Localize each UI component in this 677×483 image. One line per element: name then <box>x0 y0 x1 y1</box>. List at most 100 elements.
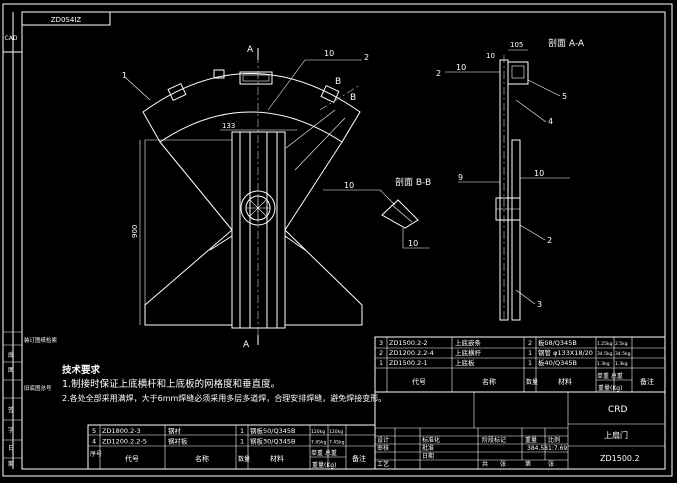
tb-label-sheet: 第 <box>525 460 531 468</box>
bom-upper-h-remark: 备注 <box>640 377 654 386</box>
bom-lower-cell-w1: 120kg <box>311 429 325 435</box>
tb-label-stage: 阶段标记 <box>482 436 506 444</box>
aa-weld-top: 10 <box>456 63 466 72</box>
view-aa-title: 剖面 A-A <box>548 37 585 49</box>
callout-5: 5 <box>562 92 567 101</box>
bb-weld-size: 10 <box>344 181 354 190</box>
bom-lower-cell-qty: 1 <box>240 438 244 446</box>
bom-lower-cell-material: 钢板30/Q345B <box>250 437 295 446</box>
tb-label-standard: 标准化 <box>422 436 440 444</box>
notes-line-2: 2.各处全部采用满焊，大于6mm焊缝必须采用多层多道焊，合理安排焊缝，避免焊接变… <box>62 394 387 403</box>
bom-upper-cell-name: 上底嵌条 <box>455 338 482 347</box>
bom-lower-header: 序号 代号 名称 数量 材料 单重 总重 重量(Kg) 备注 <box>90 449 366 469</box>
left-strip-cells: 装订图纸检索 底 图 旧底图总号 签 字 日 期 <box>3 331 58 468</box>
callout-4: 4 <box>548 117 553 126</box>
bom-lower-h-qty: 数量 <box>238 455 250 463</box>
svg-text:旧底图总号: 旧底图总号 <box>24 384 52 392</box>
outer-frame <box>2 3 673 477</box>
svg-text:日: 日 <box>8 445 14 452</box>
aa-weld-mid: 9 <box>458 173 463 182</box>
tb-label-scale: 比例 <box>548 436 560 444</box>
tb-label-sheet-2: 张 <box>548 460 554 468</box>
part-name: 上扇门 <box>604 430 628 440</box>
tb-label-total: 共 <box>482 460 488 468</box>
bom-upper-cell-w2: 1.3kg <box>615 361 628 367</box>
bom-lower-h-material: 材料 <box>270 454 284 463</box>
tb-label-process: 工艺 <box>377 460 389 468</box>
svg-text:2: 2 <box>436 69 441 78</box>
section-aa-view: 剖面 A-A 105 10 10 2 9 10 5 4 2 3 <box>436 37 585 322</box>
callout-1-leader <box>125 77 151 101</box>
bom-upper-h-qty: 数量 <box>526 378 538 386</box>
bom-lower-h-weight-bot: 重量(Kg) <box>312 461 336 469</box>
left-strip-text-0: 装订图纸检索 <box>24 336 58 344</box>
bom-upper-cell-material: 钢管 φ133X18/20 <box>538 348 593 357</box>
section-line-b <box>319 84 361 111</box>
bom-lower-h-name: 名称 <box>195 454 209 463</box>
callout-1: 1 <box>122 71 127 80</box>
aa-top-bracket <box>507 61 529 85</box>
section-a-bottom: A <box>243 340 250 350</box>
tb-label-sheets: 张 <box>500 460 506 468</box>
bom-upper-cell-material: 板40/Q345B <box>538 358 577 367</box>
bom-upper-cell-material: 板δ8/Q345B <box>538 338 577 347</box>
bom-upper-cell-w2: 34.5kg <box>615 351 631 357</box>
bom-lower-cell-no: 4 <box>92 438 96 446</box>
svg-text:图: 图 <box>8 367 14 374</box>
bom-upper-cell-name: 上底横杆 <box>455 348 482 357</box>
bom-upper-cell-w1: 1.25kg <box>597 341 613 347</box>
bom-upper-h-weight-top: 单重 总重 <box>597 372 623 380</box>
tb-label-weight: 重量 <box>525 436 537 444</box>
notes-title: 技术要求 <box>62 365 101 376</box>
weld-size-top: 10 <box>324 49 334 58</box>
aa-side-strip <box>511 139 521 321</box>
bom-upper-cell-no: 1 <box>379 359 383 367</box>
bom-upper-h-code: 代号 <box>412 377 426 386</box>
tb-label-review: 审核 <box>377 444 389 452</box>
right-notch <box>320 84 340 104</box>
bom-lower-cell-w2: 120kg <box>329 429 343 435</box>
svg-text:期: 期 <box>8 460 14 468</box>
bom-upper-cell-no: 3 <box>379 339 383 347</box>
bom-lower-cell-w2: 7.45kg <box>329 440 345 446</box>
bom-upper-cell-w1: 1.3kg <box>597 361 610 367</box>
top-code: ZD0S4IZ <box>51 16 82 24</box>
company-name: CRD <box>608 405 628 415</box>
top-plate-outline <box>142 73 361 143</box>
callout-2: 2 <box>547 236 552 245</box>
section-a-top: A <box>247 45 254 55</box>
dim-900: 900 <box>131 225 139 238</box>
bb-weld-size-2: 10 <box>408 239 418 248</box>
drawing-number: ZD1500.2 <box>600 454 640 463</box>
bom-lower-h-weight-top: 单重 总重 <box>311 449 337 457</box>
weld-callout-top: 2 <box>364 53 369 62</box>
bom-upper-cell-w1: 34.5kg <box>597 351 613 357</box>
dim-105: 105 <box>510 41 523 49</box>
bom-lower-cell-code: ZD1800.2-3 <box>102 427 141 435</box>
bom-upper-cell-no: 2 <box>379 349 383 357</box>
svg-text:底: 底 <box>8 351 14 359</box>
bom-upper-cell-qty: 1 <box>528 349 532 357</box>
bom-upper-cell-name: 上底板 <box>455 358 475 367</box>
tb-label-date: 日期 <box>422 452 434 460</box>
bom-upper-h-weight-bot: 重量(Kg) <box>598 384 622 392</box>
aa-weld-mid-right: 10 <box>534 169 544 178</box>
bom-upper-cell-code: ZD1200.2.2-4 <box>389 349 434 357</box>
technical-notes: 技术要求 1.制接时保证上底横杆和上底板的网格度和垂直度。 2.各处全部采用满焊… <box>62 364 386 406</box>
bom-lower-cell-qty: 1 <box>240 427 244 435</box>
bom-upper-cell-code: ZD1500.2-2 <box>389 339 428 347</box>
bom-lower-cell-name: 钢衬 <box>168 426 182 435</box>
scale-value: 1:7.69 <box>548 445 567 452</box>
svg-text:签: 签 <box>8 406 14 414</box>
bb-profile <box>381 199 419 229</box>
right-wing <box>284 141 363 326</box>
cad-label: CAD <box>5 35 18 42</box>
bom-upper-cell-w2: 2.5kg <box>615 341 628 347</box>
bom-upper-cell-qty: 2 <box>528 339 532 347</box>
callout-3: 3 <box>537 300 542 309</box>
bom-lower-cell-w1: 7.45kg <box>311 440 327 446</box>
bom-lower-h-no: 序号 <box>90 450 102 458</box>
